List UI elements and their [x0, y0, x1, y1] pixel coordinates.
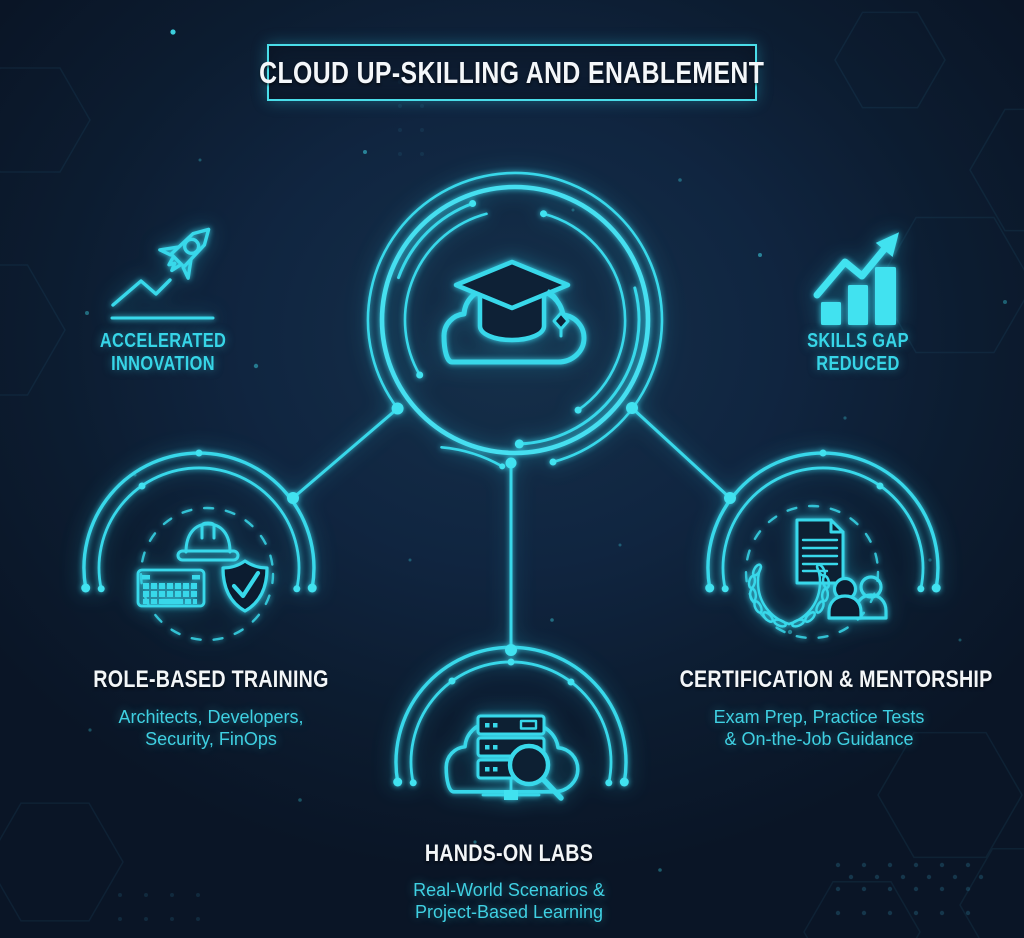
- label-line: ACCELERATED: [99, 330, 227, 352]
- laurel-wreath-icon: [747, 563, 831, 628]
- growth-chart-icon: [813, 232, 899, 325]
- pillar-certification-mentorship: CERTIFICATION & MENTORSHIP Exam Prep, Pr…: [649, 666, 993, 750]
- label-line: REDUCED: [816, 353, 900, 375]
- subtitle-line: Security, FinOps: [145, 729, 277, 749]
- hub-rings: [366, 171, 664, 470]
- arc-hands-on-labs: [393, 644, 629, 801]
- cloud-graduation-icon: [444, 259, 584, 362]
- mentors-icon: [827, 575, 888, 620]
- pillar-subtitle: Real-World Scenarios & Project-Based Lea…: [339, 879, 679, 923]
- pillar-heading: HANDS-ON LABS: [424, 840, 594, 867]
- pillar-heading: CERTIFICATION & MENTORSHIP: [679, 666, 993, 693]
- background-hexagons: [0, 11, 1024, 938]
- label-line: SKILLS GAP: [807, 330, 909, 352]
- keyboard-icon: [136, 568, 206, 608]
- pillar-heading: ROLE-BASED TRAINING: [93, 666, 329, 693]
- certificate-icon: [795, 518, 845, 585]
- hard-hat-icon: [176, 521, 240, 562]
- subtitle-line: & On-the-Job Guidance: [724, 729, 914, 749]
- connector-hub-to-training: [291, 407, 400, 500]
- pillar-subtitle: Architects, Developers, Security, FinOps: [41, 706, 381, 750]
- subtitle-line: Project-Based Learning: [414, 902, 604, 922]
- background-dot-grids: [118, 80, 984, 921]
- label-skills-gap-reduced: SKILLS GAP REDUCED: [756, 330, 961, 376]
- shield-check-icon: [221, 559, 269, 613]
- rocket-icon: [110, 227, 215, 320]
- title-box: CLOUD UP-SKILLING AND ENABLEMENT: [259, 44, 764, 101]
- page-title: CLOUD UP-SKILLING AND ENABLEMENT: [259, 54, 765, 90]
- subtitle-line: Architects, Developers,: [118, 707, 304, 727]
- pillar-hands-on-labs: HANDS-ON LABS Real-World Scenarios & Pro…: [339, 840, 679, 923]
- arc-certification-mentorship: [705, 449, 941, 640]
- connector-hub-to-mentorship: [630, 406, 732, 500]
- pillar-role-based-training: ROLE-BASED TRAINING Architects, Develope…: [41, 666, 381, 750]
- label-accelerated-innovation: ACCELERATED INNOVATION: [61, 330, 266, 376]
- pillar-subtitle: Exam Prep, Practice Tests & On-the-Job G…: [649, 706, 989, 750]
- arc-role-based-training: [81, 449, 317, 642]
- label-line: INNOVATION: [111, 353, 215, 375]
- particle-dots: [85, 29, 1007, 872]
- subtitle-line: Exam Prep, Practice Tests: [713, 707, 925, 727]
- magnifier-icon: [507, 743, 564, 801]
- dashed-circle: [139, 506, 275, 642]
- subtitle-line: Real-World Scenarios &: [413, 880, 605, 900]
- dashed-circle: [744, 504, 880, 640]
